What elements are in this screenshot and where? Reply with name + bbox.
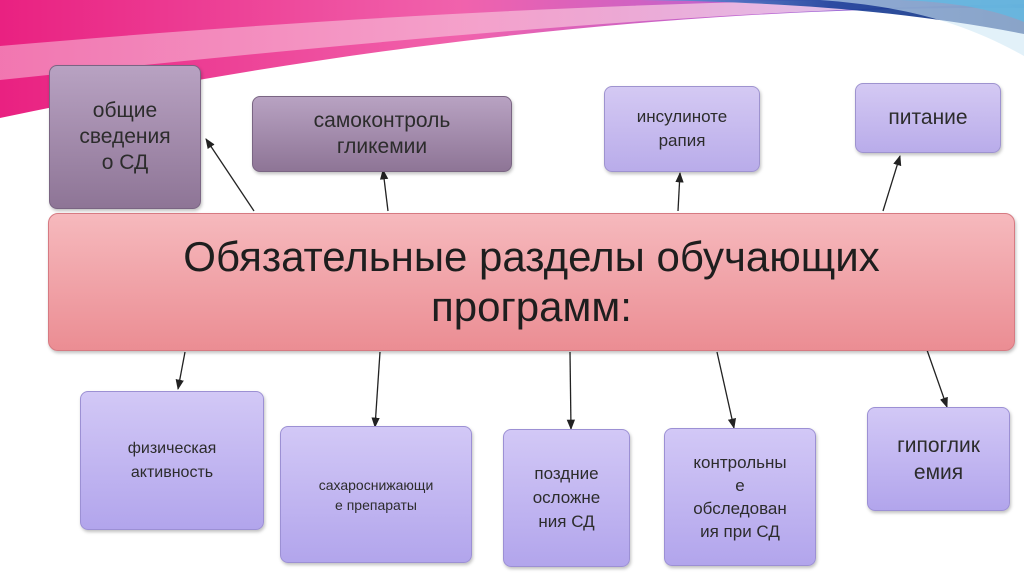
topic-glycemia-self-control: самоконтроль гликемии [252, 96, 512, 172]
center-title-box: Обязательные разделы обучающих программ: [48, 213, 1015, 351]
topic-glucose-lowering-drugs: сахароснижающи е препараты [280, 426, 472, 563]
topic-hypoglycemia: гипоглик емия [867, 407, 1010, 511]
topic-late-complications: поздние осложне ния СД [503, 429, 630, 567]
topic-insulin-therapy: инсулиноте рапия [604, 86, 760, 172]
topic-general-info: общие сведения о СД [49, 65, 201, 209]
topic-nutrition: питание [855, 83, 1001, 153]
topic-physical-activity: физическая активность [80, 391, 264, 530]
topic-control-examinations: контрольны е обследован ия при СД [664, 428, 816, 566]
